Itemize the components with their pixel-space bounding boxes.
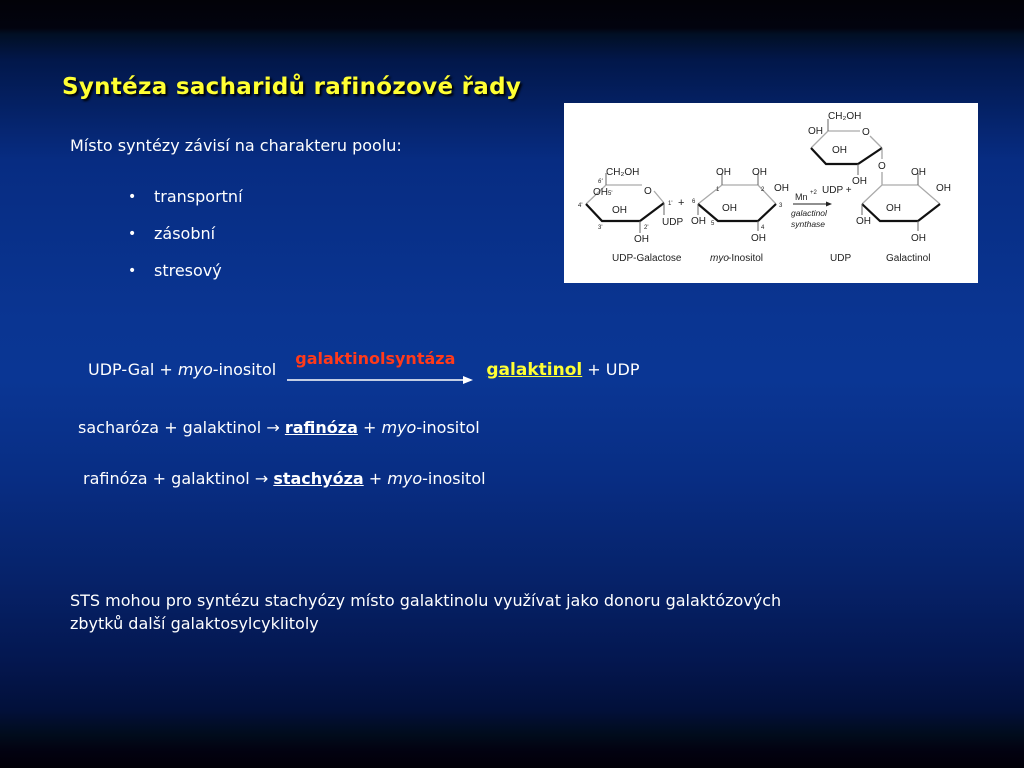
equation-stachyose-synthesis: rafinóza + galaktinol → stachyóza + myo-… bbox=[83, 469, 486, 488]
svg-text:OH: OH bbox=[634, 234, 649, 245]
bullet-icon: • bbox=[128, 262, 137, 279]
svg-text:O: O bbox=[862, 127, 870, 138]
svg-text:OH: OH bbox=[612, 205, 627, 216]
svg-text:4: 4 bbox=[761, 225, 765, 231]
reaction-arrow-icon bbox=[287, 375, 474, 384]
svg-text:OH: OH bbox=[832, 145, 847, 156]
svg-text:OH: OH bbox=[774, 183, 789, 194]
svg-text:4': 4' bbox=[578, 203, 582, 209]
svg-text:UDP: UDP bbox=[662, 217, 683, 228]
reactants: UDP-Gal + bbox=[88, 360, 178, 379]
udp-galactose-structure: O CH₂OH OH OH OH UDP 6' 5' 4' 3' 2' 1' U… bbox=[578, 167, 683, 264]
reactant-suffix: -inositol bbox=[212, 360, 277, 379]
product-galaktinol: galaktinol bbox=[486, 360, 583, 380]
byproduct: + UDP bbox=[582, 360, 640, 379]
svg-text:synthase: synthase bbox=[791, 219, 825, 229]
plus-sign: + bbox=[678, 197, 684, 209]
reactants: rafinóza + galaktinol bbox=[83, 469, 255, 488]
note-text: STS mohou pro syntézu stachyózy místo ga… bbox=[70, 589, 930, 635]
galactinol-synthesis-diagram: O CH₂OH OH OH OH UDP 6' 5' 4' 3' 2' 1' U… bbox=[578, 111, 951, 264]
svg-text:Mn: Mn bbox=[795, 192, 808, 202]
svg-text:1: 1 bbox=[716, 187, 720, 193]
list-item-label: zásobní bbox=[154, 224, 216, 243]
svg-text:OH: OH bbox=[911, 167, 926, 178]
svg-text:OH: OH bbox=[808, 126, 823, 137]
bullet-icon: • bbox=[128, 225, 137, 242]
svg-text:6: 6 bbox=[692, 199, 696, 205]
product-stachyoza: stachyóza bbox=[273, 469, 364, 488]
byproduct-prefix: myo bbox=[387, 469, 423, 488]
reaction-diagram: O CH₂OH OH OH OH UDP 6' 5' 4' 3' 2' 1' U… bbox=[564, 103, 978, 283]
galactinol-structure: O CH₂OH OH OH OH O OH OH OH OH bbox=[808, 111, 951, 264]
svg-text:OH: OH bbox=[716, 167, 731, 178]
reactants: sacharóza + galaktinol bbox=[78, 418, 267, 437]
svg-text:OH: OH bbox=[911, 233, 926, 244]
enzyme-label: galaktinolsyntáza bbox=[295, 348, 456, 368]
svg-text:OH: OH bbox=[691, 216, 706, 227]
note-line-1: STS mohou pro syntézu stachyózy místo ga… bbox=[70, 591, 782, 610]
svg-text:UDP +: UDP + bbox=[822, 185, 852, 196]
note-line-2: zbytků další galaktosylcyklitoly bbox=[70, 614, 319, 633]
svg-text:UDP: UDP bbox=[830, 253, 851, 264]
reactant-prefix: myo bbox=[177, 360, 213, 379]
svg-text:-Inositol: -Inositol bbox=[728, 253, 763, 264]
arrow-icon: → bbox=[254, 469, 269, 488]
svg-text:CH₂OH: CH₂OH bbox=[828, 111, 861, 122]
svg-text:2': 2' bbox=[644, 225, 648, 231]
svg-text:OH: OH bbox=[752, 167, 767, 178]
svg-text:myo: myo bbox=[710, 253, 729, 264]
svg-text:+2: +2 bbox=[810, 190, 818, 196]
svg-text:2: 2 bbox=[761, 187, 765, 193]
svg-text:galactinol: galactinol bbox=[791, 208, 828, 218]
svg-text:OH: OH bbox=[852, 176, 867, 187]
svg-text:OH: OH bbox=[856, 216, 871, 227]
list-item-label: stresový bbox=[154, 261, 222, 280]
list-item: • zásobní bbox=[128, 215, 243, 252]
byproduct-prefix: myo bbox=[381, 418, 417, 437]
svg-text:OH: OH bbox=[722, 203, 737, 214]
arrow-icon bbox=[826, 201, 832, 207]
plus-sign: + bbox=[357, 418, 382, 437]
equation-raffinose-synthesis: sacharóza + galaktinol → rafinóza + myo-… bbox=[78, 418, 480, 437]
byproduct-suffix: -inositol bbox=[422, 469, 486, 488]
svg-text:CH₂OH: CH₂OH bbox=[606, 167, 639, 178]
svg-text:O: O bbox=[878, 161, 886, 172]
list-item: • transportní bbox=[128, 178, 243, 215]
svg-text:5: 5 bbox=[711, 221, 715, 227]
product-rafinoza: rafinóza bbox=[284, 418, 358, 437]
plus-sign: + bbox=[363, 469, 388, 488]
reaction-conditions: Mn +2 UDP + galactinol synthase UDP bbox=[791, 185, 852, 264]
bullet-icon: • bbox=[128, 188, 137, 205]
svg-text:1': 1' bbox=[668, 201, 672, 207]
equation-galactinol-synthesis: UDP-Gal + myo-inositol galaktinolsyntáza… bbox=[88, 349, 640, 384]
svg-text:OH: OH bbox=[936, 183, 951, 194]
enzyme-arrow-block: galaktinolsyntáza bbox=[287, 349, 474, 384]
svg-text:UDP-Galactose: UDP-Galactose bbox=[612, 253, 682, 264]
svg-text:Galactinol: Galactinol bbox=[886, 253, 930, 264]
arrow-icon: → bbox=[266, 418, 280, 437]
slide-title: Syntéza sacharidů rafinózové řady bbox=[62, 74, 522, 100]
list-item: • stresový bbox=[128, 252, 243, 289]
svg-text:O: O bbox=[644, 186, 652, 197]
pool-type-list: • transportní • zásobní • stresový bbox=[128, 178, 243, 289]
byproduct-suffix: -inositol bbox=[416, 418, 480, 437]
svg-text:6': 6' bbox=[598, 179, 603, 185]
intro-text: Místo syntézy závisí na charakteru poolu… bbox=[70, 136, 402, 155]
svg-text:3': 3' bbox=[598, 225, 602, 231]
svg-text:OH: OH bbox=[886, 203, 901, 214]
svg-text:5': 5' bbox=[608, 191, 612, 197]
svg-text:OH: OH bbox=[593, 187, 608, 198]
myo-inositol-structure: OH OH OH OH OH OH 1 2 3 4 5 6 myo -Inosi… bbox=[691, 167, 789, 264]
list-item-label: transportní bbox=[154, 187, 243, 206]
svg-text:3: 3 bbox=[779, 203, 783, 209]
svg-text:OH: OH bbox=[751, 233, 766, 244]
